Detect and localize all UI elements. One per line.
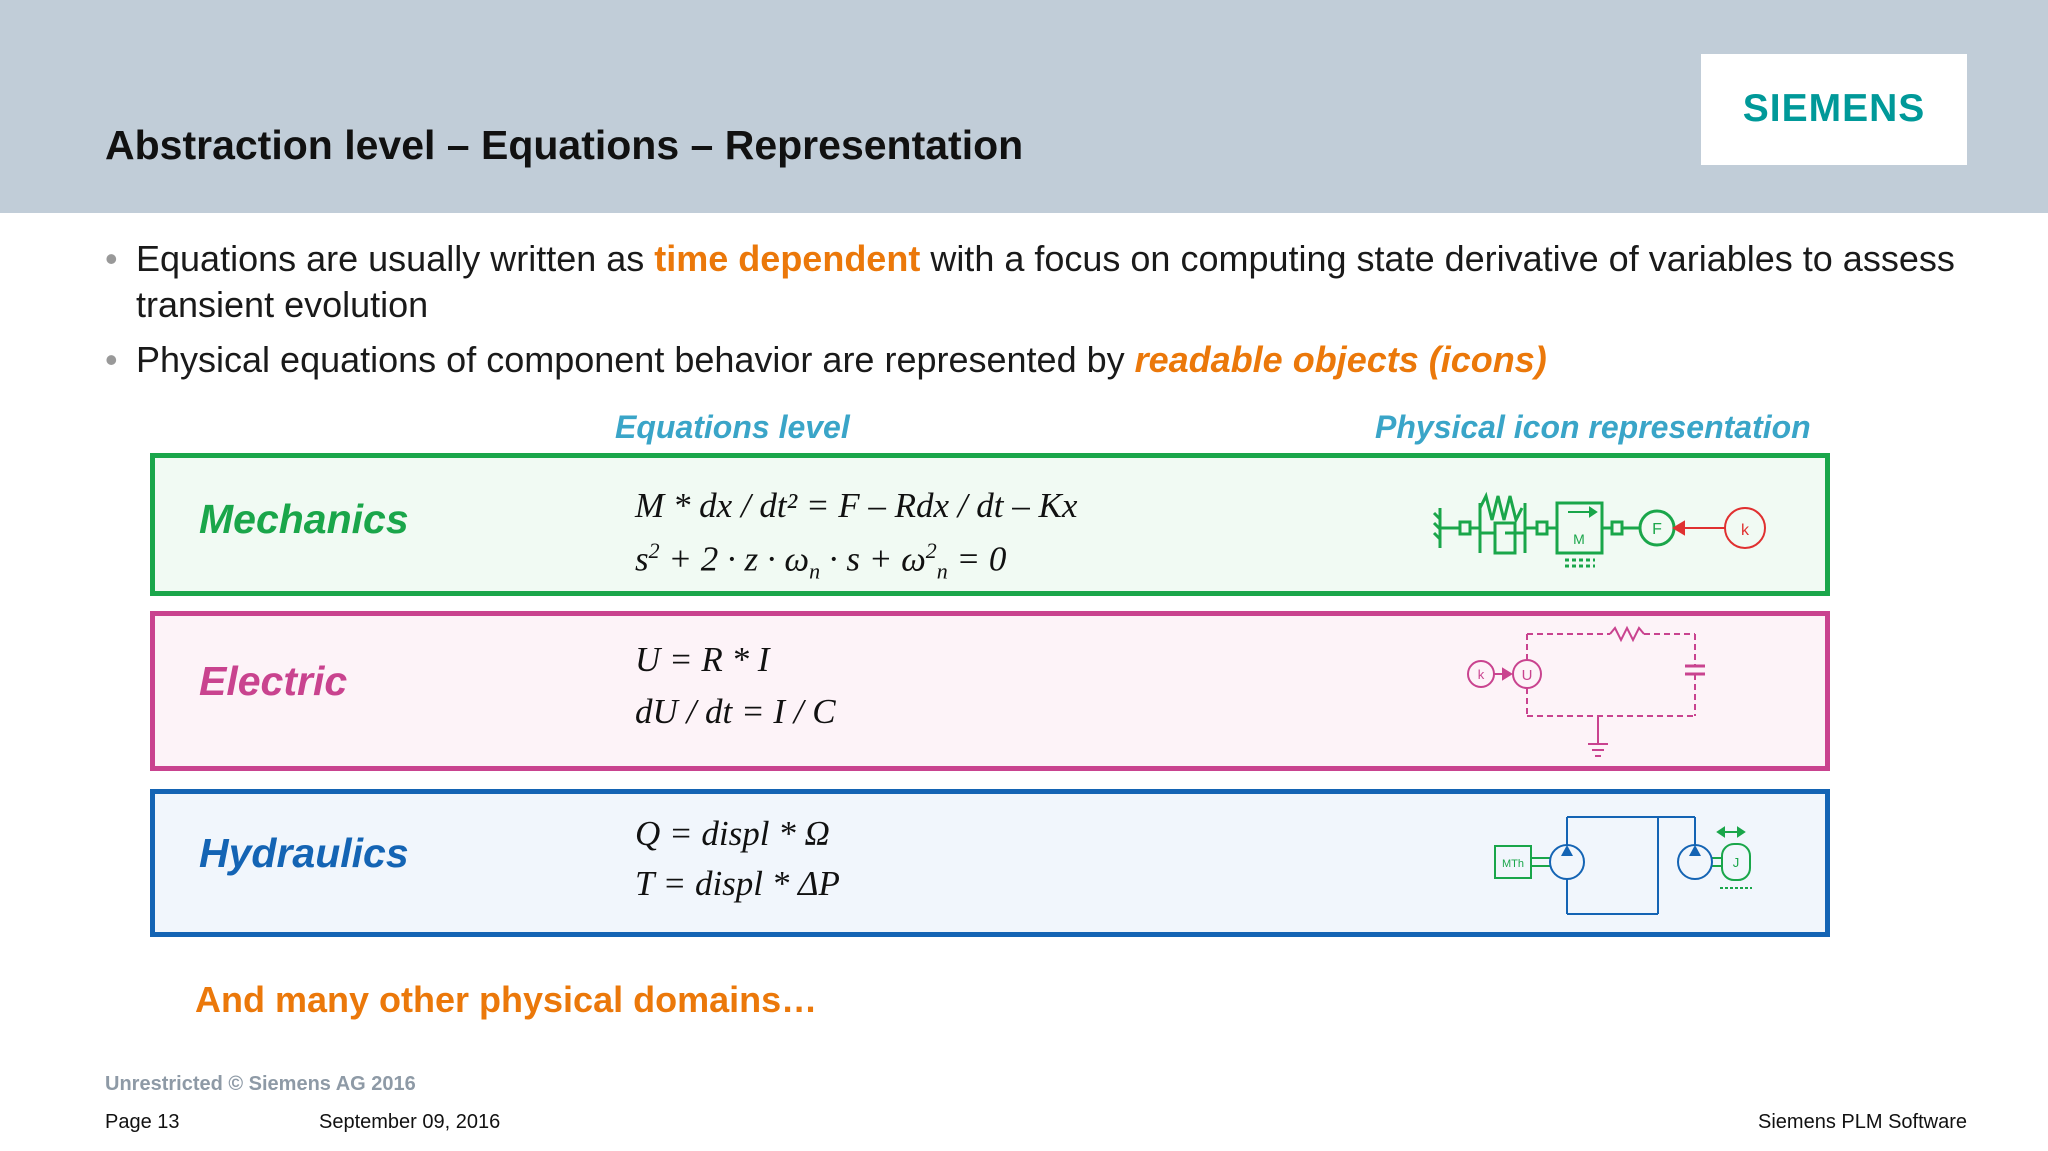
hydraulics-panel: Hydraulics Q = displ * Ω T = displ * ΔP … xyxy=(150,789,1830,937)
bullet-dot-icon: • xyxy=(105,238,118,279)
bullet-item: • Physical equations of component behavi… xyxy=(105,337,1985,383)
electric-panel: Electric U = R * I dU / dt = I / C k U xyxy=(150,611,1830,771)
mass-label: M xyxy=(1573,531,1585,547)
icon-representation-header: Physical icon representation xyxy=(1375,409,1811,445)
force-label: F xyxy=(1652,521,1662,538)
closing-text: And many other physical domains… xyxy=(195,979,818,1020)
eq-term: + 2 · z · ω xyxy=(659,539,810,579)
footer-company: Siemens PLM Software xyxy=(1758,1111,1967,1133)
eq-term: · s + ω xyxy=(820,539,926,579)
mechanics-equation-2: s2 + 2 · z · ωn · s + ω2n = 0 xyxy=(635,538,1006,585)
electric-label: Electric xyxy=(199,658,348,704)
mechanics-label: Mechanics xyxy=(199,496,409,542)
bullet-text: Physical equations of component behavior… xyxy=(136,339,1135,380)
hydraulics-equation-2: T = displ * ΔP xyxy=(635,864,840,903)
bullet-highlight: readable objects (icons) xyxy=(1134,339,1547,380)
bullet-item: • Equations are usually written as time … xyxy=(105,236,1985,328)
electric-equation-2: dU / dt = I / C xyxy=(635,692,836,731)
eq-term: s xyxy=(635,539,649,579)
gain-label: k xyxy=(1478,667,1485,682)
equations-level-header: Equations level xyxy=(615,409,850,445)
bullet-list: • Equations are usually written as time … xyxy=(105,236,1985,392)
eq-sup: 2 xyxy=(648,538,660,563)
footer-date: September 09, 2016 xyxy=(319,1111,501,1133)
mechanics-icon-diagram: M F k xyxy=(1432,491,1766,568)
bullet-dot-icon: • xyxy=(105,339,118,380)
electric-equation-1: U = R * I xyxy=(635,640,770,679)
mechanics-panel: Mechanics M * dx / dt² = F – Rdx / dt – … xyxy=(150,453,1830,596)
electric-icon-diagram: k U xyxy=(1467,625,1705,757)
siemens-logo: SIEMENS xyxy=(1701,54,1967,165)
footer-classification: Unrestricted © Siemens AG 2016 xyxy=(105,1073,416,1095)
source-label: k xyxy=(1741,522,1750,539)
eq-term: = 0 xyxy=(947,539,1007,579)
hydraulics-label: Hydraulics xyxy=(199,830,409,876)
hydraulics-icon-diagram: MTh J xyxy=(1494,816,1752,915)
voltage-label: U xyxy=(1522,667,1533,684)
eq-sub: n xyxy=(936,558,948,584)
footer-page: Page 13 xyxy=(105,1111,180,1133)
bullet-text: with a focus on computing state derivati… xyxy=(136,238,1955,325)
bullet-highlight: time dependent xyxy=(654,238,921,279)
torque-source-label: MTh xyxy=(1502,858,1524,870)
hydraulics-equation-1: Q = displ * Ω xyxy=(635,814,830,853)
slide-title: Abstraction level – Equations – Represen… xyxy=(105,122,1024,168)
eq-sub: n xyxy=(809,558,821,584)
bullet-text: Equations are usually written as xyxy=(136,238,655,279)
eq-sup: 2 xyxy=(925,538,937,563)
logo-text: SIEMENS xyxy=(1742,87,1926,130)
mechanics-equation-1: M * dx / dt² = F – Rdx / dt – Kx xyxy=(635,486,1078,525)
inertia-label: J xyxy=(1733,855,1740,870)
